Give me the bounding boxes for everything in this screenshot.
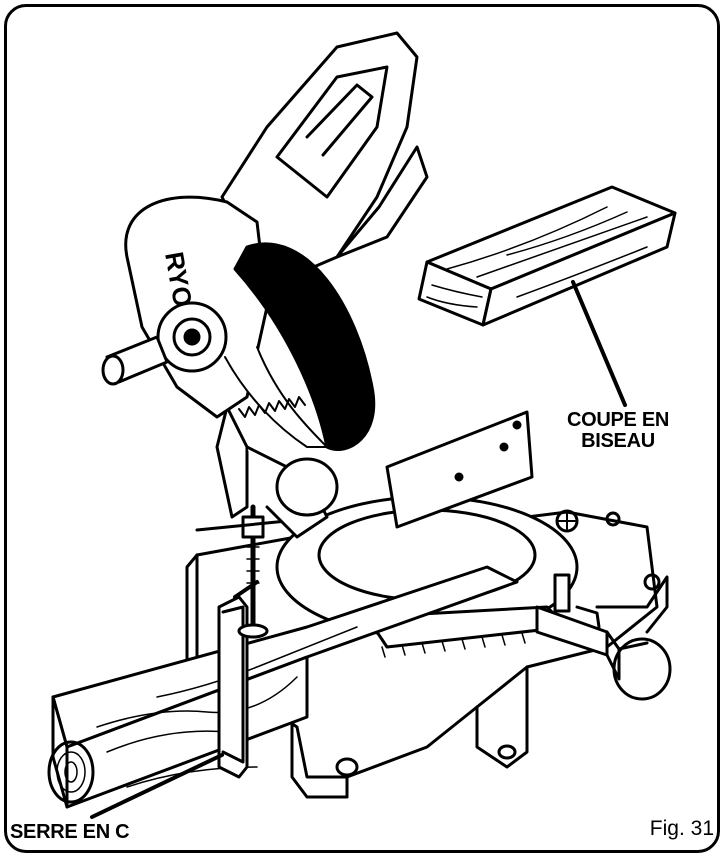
bevel-cut-callout: COUPE EN BISEAU: [548, 410, 688, 452]
clamp-leader-line: [90, 753, 224, 819]
saw-motor-handle: [220, 31, 429, 289]
saw-fence: [385, 410, 534, 529]
miter-saw-illustration: RYOBI: [47, 31, 677, 819]
bevel-leader-line: [571, 280, 627, 407]
figure-number: Fig. 31: [649, 817, 714, 840]
c-clamp-callout: SERRE EN C: [10, 821, 130, 843]
figure-frame: RYOBI: [4, 4, 720, 853]
bevel-cut-board: [417, 185, 677, 327]
saw-blade: [224, 242, 376, 451]
side-grip: [101, 335, 169, 386]
saw-arm: [215, 405, 339, 539]
miter-handle: [535, 573, 672, 701]
bevel-callout-line1: COUPE EN: [566, 409, 670, 431]
bevel-callout-line2: BISEAU: [581, 430, 655, 452]
